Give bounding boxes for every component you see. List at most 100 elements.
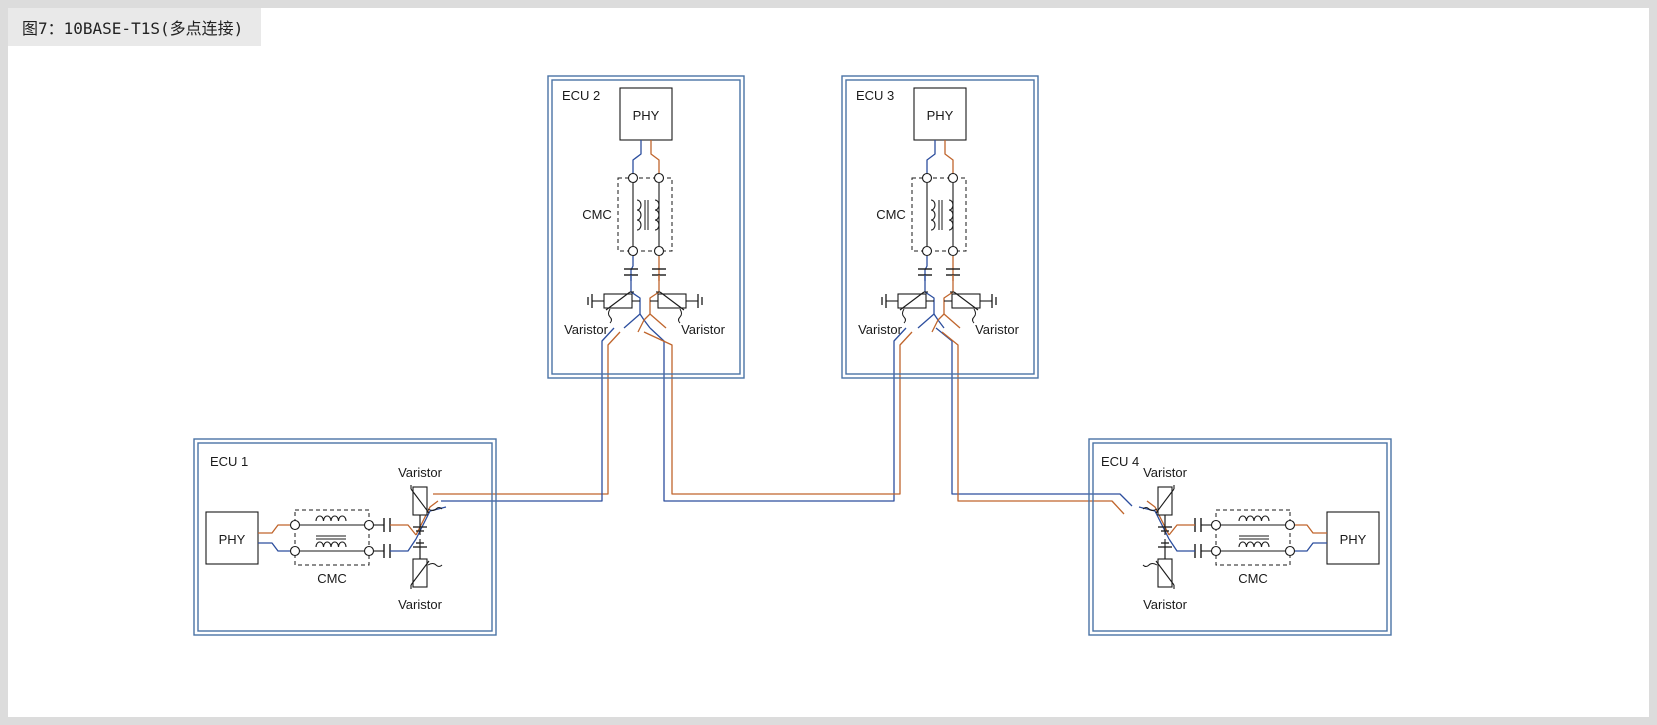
cmc-terminal bbox=[921, 245, 933, 257]
wire bbox=[924, 275, 935, 314]
varistor-slash bbox=[953, 291, 979, 311]
cmc-terminal bbox=[627, 172, 639, 184]
cmc-label: CMC bbox=[876, 207, 906, 222]
wire bbox=[931, 313, 945, 333]
inductor-coil bbox=[1238, 541, 1270, 548]
inductor-coil bbox=[315, 515, 347, 522]
wire bbox=[1295, 542, 1327, 552]
phy-label: PHY bbox=[1340, 532, 1367, 547]
wire bbox=[433, 331, 621, 495]
phy-label: PHY bbox=[219, 532, 246, 547]
varistor bbox=[950, 291, 997, 324]
wire bbox=[623, 313, 641, 329]
wire bbox=[1146, 500, 1170, 536]
wire bbox=[630, 275, 641, 314]
varistor bbox=[410, 485, 443, 532]
ecu3-label: ECU 3 bbox=[856, 88, 894, 103]
varistor-mark bbox=[678, 308, 682, 324]
varistor bbox=[1142, 542, 1175, 589]
varistor-label: Varistor bbox=[564, 322, 608, 337]
wire bbox=[649, 313, 667, 329]
cmc-terminal bbox=[289, 545, 301, 557]
varistor-label: Varistor bbox=[398, 597, 442, 612]
phy-box bbox=[913, 87, 967, 141]
cmc-terminal bbox=[289, 519, 301, 531]
bus-cable bbox=[433, 327, 1133, 515]
varistor-slash bbox=[605, 291, 631, 311]
cmc-terminal bbox=[1284, 545, 1296, 557]
varistor-slash bbox=[1155, 560, 1175, 586]
cmc-terminal bbox=[947, 245, 959, 257]
cmc-terminal bbox=[1210, 519, 1222, 531]
varistor bbox=[1142, 485, 1175, 532]
varistor-mark bbox=[972, 308, 976, 324]
wire bbox=[441, 327, 615, 502]
varistor-label: Varistor bbox=[681, 322, 725, 337]
wire bbox=[1295, 524, 1327, 534]
cmc-terminal bbox=[1284, 519, 1296, 531]
wire bbox=[258, 524, 290, 534]
wire bbox=[941, 331, 1125, 515]
varistor-label: Varistor bbox=[1143, 597, 1187, 612]
inductor-coil bbox=[948, 199, 954, 231]
cmc-terminal bbox=[363, 545, 375, 557]
ecu-inner-border bbox=[845, 79, 1035, 375]
wire bbox=[917, 313, 935, 329]
varistor-slash bbox=[1155, 488, 1175, 514]
cmc-box bbox=[911, 177, 967, 252]
wire bbox=[943, 275, 954, 314]
inductor-coil bbox=[1238, 515, 1270, 522]
varistor-slash bbox=[410, 560, 430, 586]
inductor-coil bbox=[315, 541, 347, 548]
wire bbox=[258, 542, 290, 552]
cmc-label: CMC bbox=[1238, 571, 1268, 586]
phy-label: PHY bbox=[633, 108, 660, 123]
cmc-terminal bbox=[1210, 545, 1222, 557]
cmc-terminal bbox=[947, 172, 959, 184]
wire bbox=[390, 538, 417, 552]
wire bbox=[649, 327, 907, 502]
cmc-terminal bbox=[653, 172, 665, 184]
varistor bbox=[587, 291, 634, 324]
ecu-inner-border bbox=[197, 442, 493, 632]
varistor-mark bbox=[1142, 563, 1158, 567]
cmc-label: CMC bbox=[317, 571, 347, 586]
wire bbox=[935, 327, 1133, 507]
varistor-slash bbox=[899, 291, 925, 311]
ecu2-label: ECU 2 bbox=[562, 88, 600, 103]
phy-box bbox=[1326, 511, 1380, 565]
wire bbox=[650, 140, 660, 178]
wire bbox=[632, 140, 642, 178]
varistor-mark bbox=[608, 308, 612, 324]
varistor bbox=[881, 291, 928, 324]
cmc-terminal bbox=[363, 519, 375, 531]
cmc-box bbox=[1215, 509, 1291, 566]
inductor-coil bbox=[636, 199, 642, 231]
ecu-outer-border bbox=[193, 438, 497, 636]
cmc-box bbox=[617, 177, 673, 252]
wire bbox=[643, 331, 913, 495]
ecu-outer-border bbox=[547, 75, 745, 379]
wire bbox=[390, 524, 417, 536]
wire bbox=[1168, 538, 1195, 552]
varistor-mark bbox=[427, 507, 443, 511]
ecu1-label: ECU 1 bbox=[210, 454, 248, 469]
varistor-slash bbox=[410, 488, 430, 514]
inductor-coil bbox=[654, 199, 660, 231]
varistor-slash bbox=[659, 291, 685, 311]
wire bbox=[944, 140, 954, 178]
ecu-outer-border bbox=[1088, 438, 1392, 636]
ecu-inner-border bbox=[551, 79, 741, 375]
varistor-mark bbox=[1142, 507, 1158, 511]
phy-box bbox=[619, 87, 673, 141]
wire bbox=[649, 275, 660, 314]
varistor bbox=[656, 291, 703, 324]
wire bbox=[415, 500, 439, 536]
ecu4-module bbox=[1088, 438, 1392, 636]
cmc-terminal bbox=[627, 245, 639, 257]
varistor-mark bbox=[427, 563, 443, 567]
